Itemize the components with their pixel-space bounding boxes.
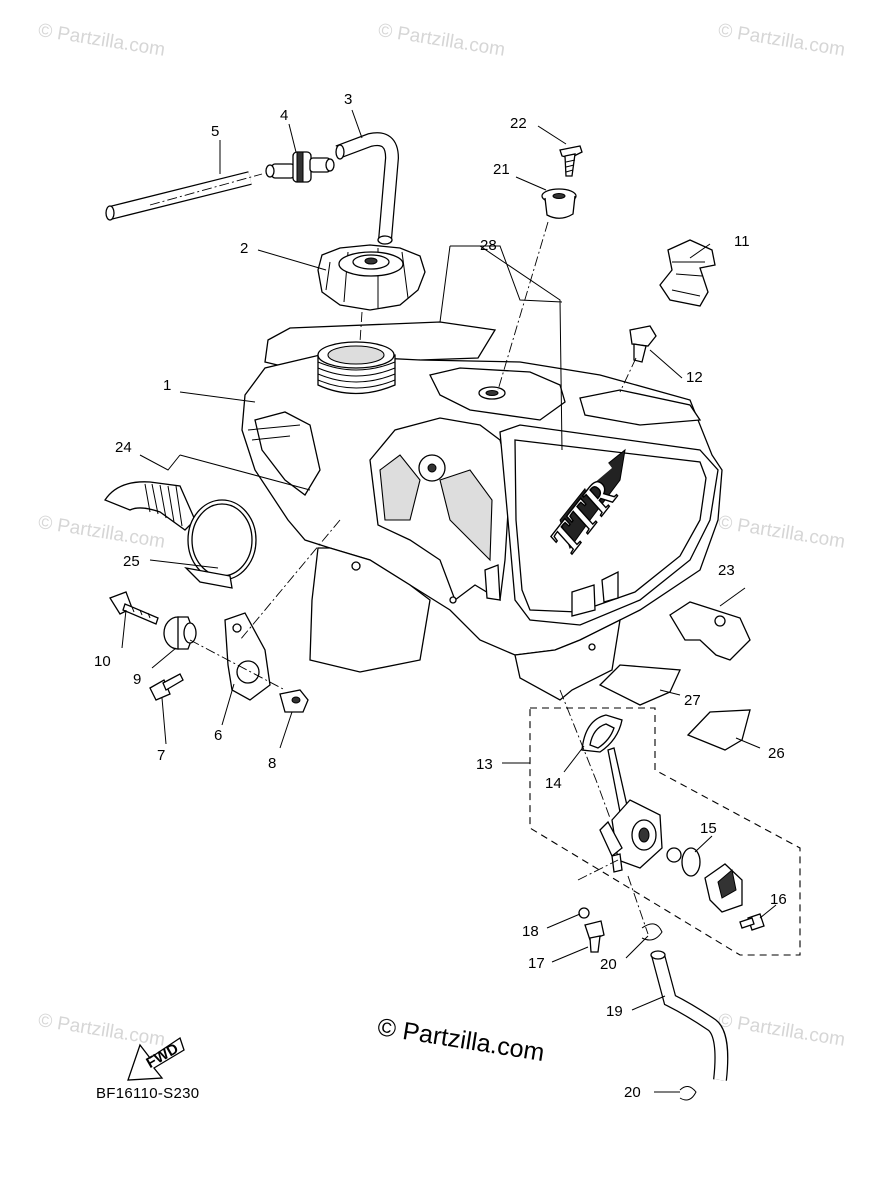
bolt-flange (109, 591, 159, 625)
damper-plate (686, 709, 751, 751)
callout-14: 14 (545, 775, 562, 792)
callout-26: 26 (768, 745, 785, 762)
callout-24: 24 (115, 439, 132, 456)
callout-21: 21 (493, 161, 510, 178)
mount-bracket (224, 612, 271, 701)
callout-3: 3 (344, 91, 352, 108)
hose-clip-lower (679, 1086, 697, 1101)
fuel-cock-assembly-outline (529, 707, 801, 956)
washer (578, 907, 590, 919)
callout-15: 15 (700, 820, 717, 837)
callout-4: 4 (280, 107, 288, 124)
holder-clip (659, 239, 716, 307)
fuel-tank: TTR (241, 321, 723, 701)
check-valve (265, 151, 335, 183)
hose-clip (641, 923, 663, 941)
callout-16: 16 (770, 891, 787, 908)
callout-6: 6 (214, 727, 222, 744)
bolt (629, 325, 657, 363)
damper-pad (598, 664, 681, 706)
callout-13: 13 (476, 756, 493, 773)
callout-27: 27 (684, 692, 701, 709)
damper (163, 616, 197, 650)
callout-22: 22 (510, 115, 527, 132)
collar (279, 689, 309, 713)
grommet (541, 188, 577, 219)
callout-5: 5 (211, 123, 219, 140)
callout-17: 17 (528, 955, 545, 972)
damper-bracket (669, 601, 751, 661)
callout-9: 9 (133, 671, 141, 688)
callout-7: 7 (157, 747, 165, 764)
tank-band (104, 481, 257, 589)
fuel-cock (599, 747, 765, 931)
callout-23: 23 (718, 562, 735, 579)
callout-28: 28 (480, 237, 497, 254)
callout-19: 19 (606, 1003, 623, 1020)
fwd-arrow-icon: FWD (127, 1036, 185, 1081)
vent-hose (105, 171, 263, 221)
strainer-gasket (581, 714, 623, 753)
fuel-cap (317, 244, 426, 311)
callout-20-lower: 20 (624, 1084, 641, 1101)
bolt-small (149, 673, 184, 701)
fuel-hose (650, 950, 729, 1081)
callout-11: 11 (734, 233, 750, 250)
diagram-code: BF16110-S230 (96, 1085, 200, 1102)
callout-18: 18 (522, 923, 539, 940)
callout-8: 8 (268, 755, 276, 772)
breather-hose (335, 132, 400, 245)
callout-2: 2 (240, 240, 248, 257)
callout-20-upper: 20 (600, 956, 617, 973)
bolt-cock (584, 920, 605, 953)
screw (559, 145, 583, 177)
callout-labels: 1 2 3 4 5 6 7 8 9 10 11 12 13 14 15 16 1… (94, 91, 787, 1101)
callout-25: 25 (123, 553, 140, 570)
callout-12: 12 (686, 369, 703, 386)
callout-1: 1 (163, 377, 171, 394)
callout-10: 10 (94, 653, 111, 670)
leader-lines (121, 109, 777, 1093)
